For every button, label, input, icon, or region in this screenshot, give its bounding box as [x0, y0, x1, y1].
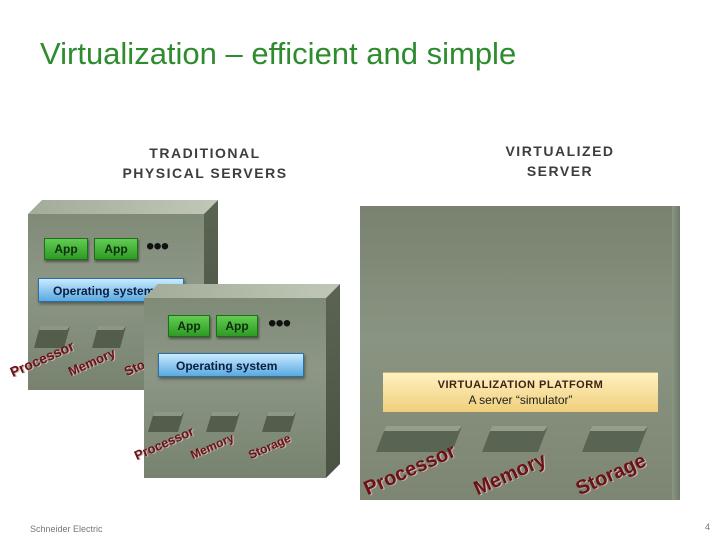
- virtual-memory-chip: [482, 426, 548, 452]
- platform-subtitle: A server “simulator”: [468, 393, 573, 407]
- traditional-heading-line1: TRADITIONAL: [149, 145, 261, 161]
- virtual-storage-chip: [582, 426, 648, 452]
- server-back-app-1: App: [44, 238, 88, 260]
- server-front-processor-chip: [148, 412, 184, 432]
- server-back-memory-chip: [92, 326, 126, 348]
- server-back-app-2: App: [94, 238, 138, 260]
- server-back-more-apps: •••: [146, 233, 169, 260]
- virtual-processor-chip: [376, 426, 462, 452]
- virtualized-server-right-edge: [672, 206, 680, 500]
- server-front-os: Operating system: [158, 353, 304, 377]
- virtualization-platform: VIRTUALIZATION PLATFORM A server “simula…: [383, 372, 658, 412]
- page-number: 4: [704, 522, 710, 532]
- server-front-storage-chip: [262, 412, 296, 432]
- slide-title: Virtualization – efficient and simple: [40, 36, 517, 71]
- traditional-heading: TRADITIONAL PHYSICAL SERVERS: [100, 143, 310, 183]
- server-front-app-2: App: [216, 315, 258, 337]
- server-front-more-apps: •••: [268, 310, 291, 337]
- server-back-top: [28, 200, 218, 214]
- server-front-top: [144, 284, 340, 298]
- footer-company: Schneider Electric: [30, 524, 103, 534]
- server-back-processor-chip: [34, 326, 70, 348]
- traditional-heading-line2: PHYSICAL SERVERS: [122, 165, 288, 181]
- virtualized-heading-line1: VIRTUALIZED: [505, 143, 615, 159]
- server-front-app-1: App: [168, 315, 210, 337]
- virtualized-heading: VIRTUALIZED SERVER: [470, 141, 650, 181]
- server-front-memory-chip: [206, 412, 240, 432]
- virtualized-heading-line2: SERVER: [526, 163, 594, 179]
- server-front-side: [326, 284, 340, 478]
- platform-title: VIRTUALIZATION PLATFORM: [437, 379, 604, 391]
